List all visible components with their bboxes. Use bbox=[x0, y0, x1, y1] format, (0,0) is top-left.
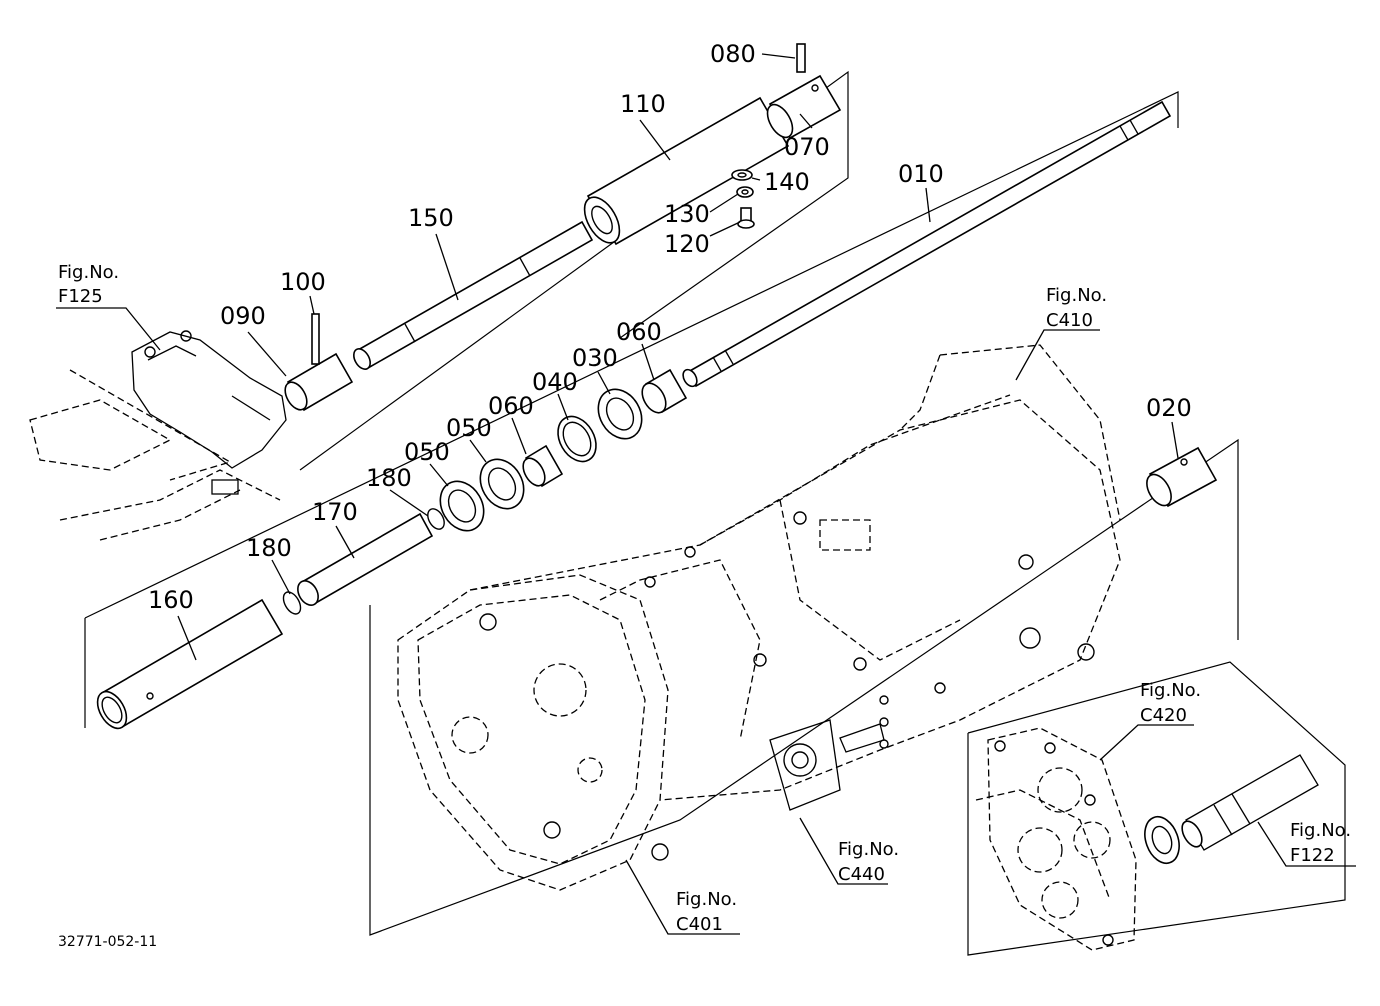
fig-ref-c440-caption: Fig.No. bbox=[838, 839, 899, 860]
part-tube-110[interactable] bbox=[577, 96, 790, 249]
part-tube-160[interactable] bbox=[92, 598, 284, 733]
part-tube-170[interactable] bbox=[294, 512, 434, 609]
part-washer-140[interactable] bbox=[731, 169, 753, 181]
phantom-bracket-f125 bbox=[29, 330, 287, 541]
callout-180-upper: 180 bbox=[366, 464, 412, 492]
fig-ref-c410-caption: Fig.No. bbox=[1046, 285, 1107, 306]
part-oring-180b[interactable] bbox=[280, 589, 304, 617]
callout-070: 070 bbox=[784, 133, 830, 161]
callout-050-lower: 050 bbox=[404, 438, 450, 466]
part-seal-c420 bbox=[1144, 815, 1180, 865]
callout-140: 140 bbox=[764, 168, 810, 196]
fig-ref-f125-caption: Fig.No. bbox=[58, 262, 119, 283]
callout-020: 020 bbox=[1146, 394, 1192, 422]
figure-references: Fig.No. F125 Fig.No. C410 Fig.No. C420 F… bbox=[58, 262, 1351, 935]
callout-080: 080 bbox=[710, 40, 756, 68]
callout-030: 030 bbox=[572, 344, 618, 372]
callout-100: 100 bbox=[280, 268, 326, 296]
callout-170: 170 bbox=[312, 498, 358, 526]
part-bearing-050b[interactable] bbox=[472, 451, 533, 516]
assembly-frame-lower bbox=[84, 91, 1179, 728]
callout-120: 120 bbox=[664, 230, 710, 258]
part-shaft-010[interactable] bbox=[680, 100, 1172, 389]
fig-ref-c401-caption: Fig.No. bbox=[676, 889, 737, 910]
part-bushing-020[interactable] bbox=[1142, 446, 1218, 510]
part-shaft-150[interactable] bbox=[350, 220, 594, 372]
part-bolt-120[interactable] bbox=[737, 207, 755, 229]
fig-ref-f122-caption: Fig.No. bbox=[1290, 820, 1351, 841]
assembly-frame-upper bbox=[299, 70, 849, 471]
phantom-shaft-f122 bbox=[1181, 754, 1319, 851]
leader-lines bbox=[56, 53, 1356, 935]
fig-ref-c401-code[interactable]: C401 bbox=[676, 914, 723, 935]
part-bushing-090[interactable] bbox=[281, 352, 354, 413]
callout-040: 040 bbox=[532, 368, 578, 396]
callout-050-upper: 050 bbox=[446, 414, 492, 442]
part-oring-180a[interactable] bbox=[424, 506, 447, 532]
callout-110: 110 bbox=[620, 90, 666, 118]
phantom-transmission-case bbox=[397, 344, 1121, 891]
part-washer-130[interactable] bbox=[736, 186, 754, 198]
assembly-frame-cover bbox=[967, 661, 1346, 956]
callout-180-lower: 180 bbox=[246, 534, 292, 562]
part-ring-040[interactable] bbox=[550, 410, 603, 469]
fig-ref-f122-code[interactable]: F122 bbox=[1290, 845, 1335, 866]
part-bearing-050a[interactable] bbox=[432, 473, 493, 538]
callout-130: 130 bbox=[664, 200, 710, 228]
callout-010: 010 bbox=[898, 160, 944, 188]
callout-labels: 080 110 070 140 130 120 010 150 100 090 … bbox=[148, 40, 1192, 614]
drawing-number: 32771-052-11 bbox=[58, 934, 157, 950]
callout-160: 160 bbox=[148, 586, 194, 614]
fig-ref-c420-code[interactable]: C420 bbox=[1140, 705, 1187, 726]
fig-ref-c440-code[interactable]: C440 bbox=[838, 864, 885, 885]
part-collar-060b[interactable] bbox=[519, 444, 564, 489]
assembly-frame-transmission bbox=[369, 438, 1239, 936]
fig-ref-c410-code[interactable]: C410 bbox=[1046, 310, 1093, 331]
callout-060-lower: 060 bbox=[488, 392, 534, 420]
callout-060-upper: 060 bbox=[616, 318, 662, 346]
part-pin-100[interactable] bbox=[311, 313, 320, 365]
fig-ref-c420-caption: Fig.No. bbox=[1140, 680, 1201, 701]
part-collar-060a[interactable] bbox=[637, 368, 688, 417]
phantom-cover-c420 bbox=[975, 727, 1137, 951]
fig-ref-f125-code[interactable]: F125 bbox=[58, 286, 103, 307]
part-pin-080[interactable] bbox=[796, 43, 806, 73]
callout-090: 090 bbox=[220, 302, 266, 330]
part-collar-070[interactable] bbox=[762, 74, 842, 142]
callout-150: 150 bbox=[408, 204, 454, 232]
part-bearing-030[interactable] bbox=[590, 381, 651, 446]
